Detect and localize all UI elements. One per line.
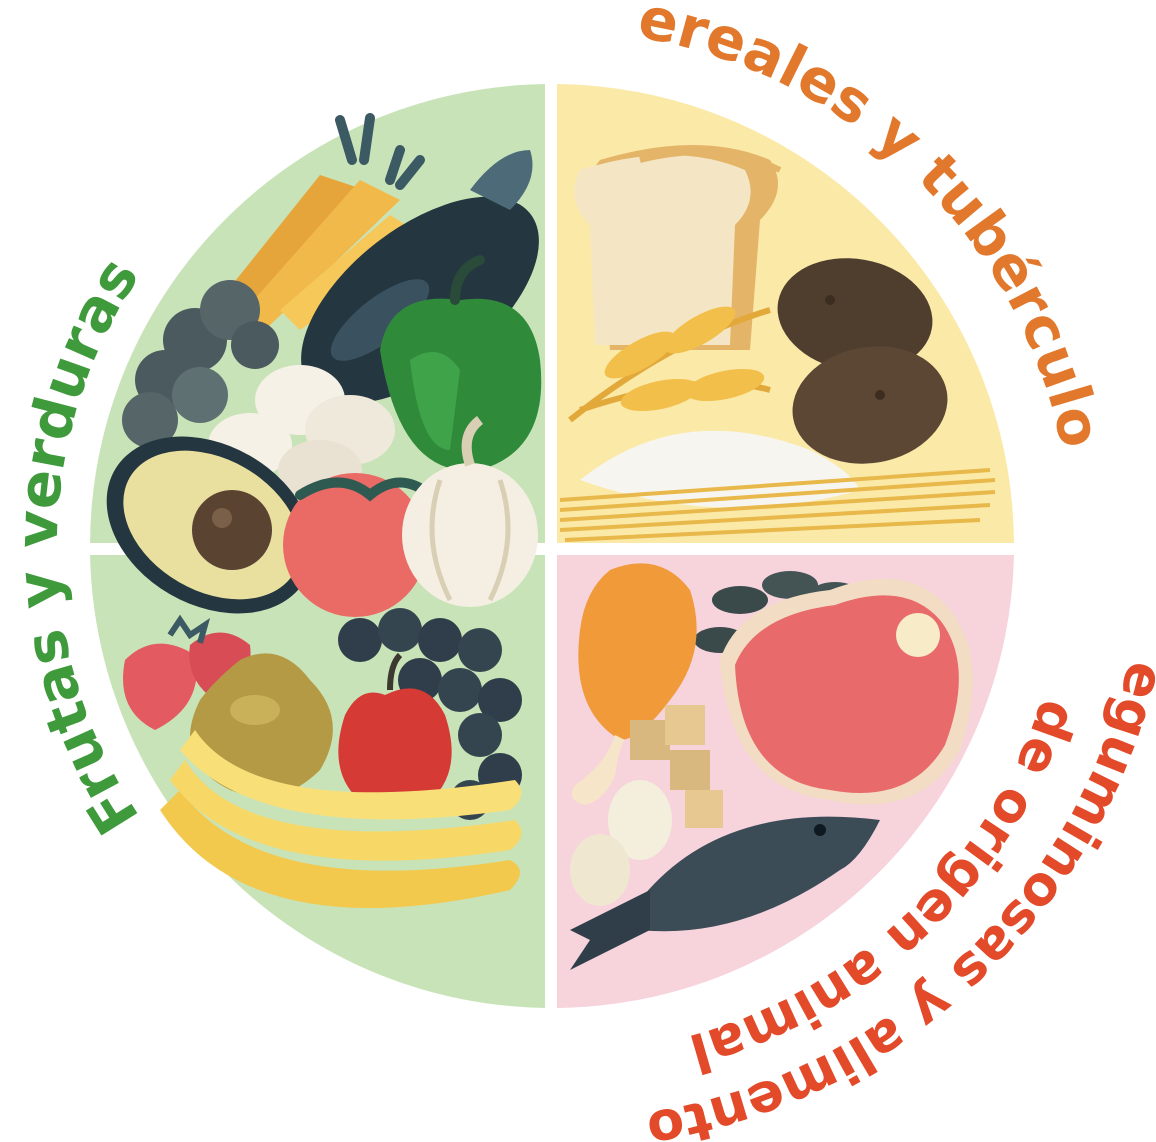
vegetables-illustration (75, 118, 575, 649)
divider-vertical (545, 60, 557, 1060)
